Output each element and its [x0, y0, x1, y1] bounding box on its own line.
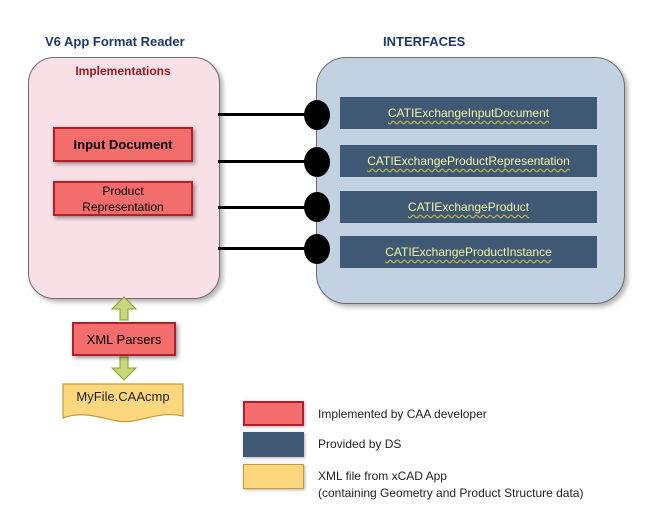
- product-representation-box: Product Representation: [53, 181, 193, 216]
- interface-connector-dot: [304, 100, 330, 130]
- interface-label: CATIExchangeInputDocument: [387, 106, 550, 120]
- xml-parsers-label: XML Parsers: [86, 331, 162, 347]
- xml-file-name: MyFile.CAAcmp: [76, 389, 170, 404]
- legend-swatch-provided: [243, 432, 304, 457]
- input-document-label: Input Document: [73, 137, 173, 152]
- implementations-label: Implementations: [75, 64, 171, 78]
- product-representation-label-2: Representation: [82, 199, 164, 214]
- implementations-panel: [28, 57, 220, 299]
- interface-box: CATIExchangeProductInstance: [340, 236, 597, 268]
- reader-title: V6 App Format Reader: [45, 34, 185, 49]
- connector-line: [218, 206, 318, 209]
- double-arrow-icon: [111, 296, 137, 381]
- legend-swatch-implemented: [243, 401, 304, 426]
- legend-xml-file-text-2: (containing Geometry and Product Structu…: [318, 486, 584, 500]
- interface-box: CATIExchangeInputDocument: [340, 97, 597, 129]
- interface-connector-dot: [304, 234, 330, 264]
- interface-connector-dot: [304, 192, 330, 222]
- interfaces-title: INTERFACES: [383, 34, 466, 49]
- interface-label: CATIExchangeProductRepresentation: [367, 154, 570, 168]
- connector-line: [218, 247, 318, 250]
- connector-line: [218, 113, 318, 116]
- xml-file-document: [62, 383, 184, 423]
- interface-box: CATIExchangeProductRepresentation: [340, 145, 597, 177]
- product-representation-label-1: Product: [102, 183, 144, 198]
- interface-label: CATIExchangeProduct: [407, 200, 530, 214]
- input-document-box: Input Document: [53, 127, 193, 162]
- interface-box: CATIExchangeProduct: [340, 191, 597, 223]
- xml-parsers-box: XML Parsers: [72, 322, 176, 356]
- legend-swatch-xml-file: [243, 464, 304, 489]
- interface-connector-dot: [304, 147, 330, 177]
- legend-xml-file-text-1: XML file from xCAD App: [318, 469, 447, 483]
- interface-label: CATIExchangeProductInstance: [385, 245, 552, 259]
- document-shape-icon: [62, 383, 184, 423]
- legend-provided-text: Provided by DS: [318, 437, 402, 451]
- connector-line: [218, 160, 318, 163]
- legend-implemented-text: Implemented by CAA developer: [318, 407, 487, 421]
